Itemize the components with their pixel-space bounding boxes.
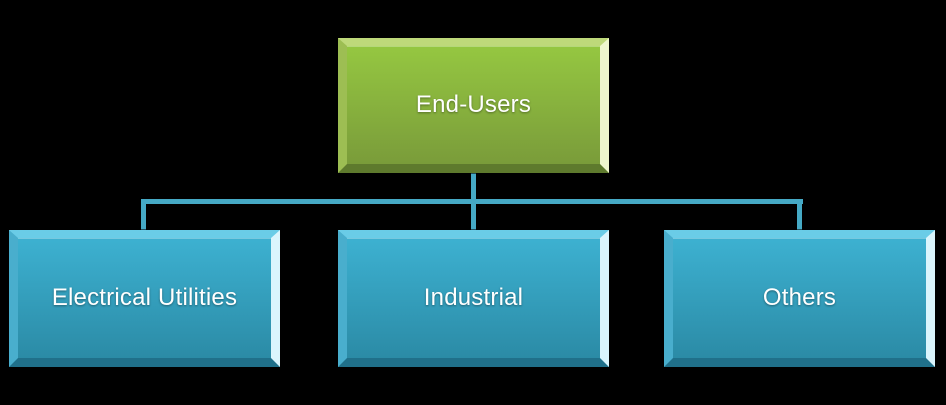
node-others: Others <box>664 230 935 367</box>
node-electrical-utilities-label: Electrical Utilities <box>51 284 238 312</box>
node-electrical-utilities: Electrical Utilities <box>9 230 280 367</box>
node-end-users-label: End-Users <box>415 91 532 119</box>
node-industrial: Industrial <box>338 230 609 367</box>
connector-drop-left <box>141 202 146 230</box>
node-others-label: Others <box>762 284 837 312</box>
node-end-users: End-Users <box>338 38 609 173</box>
connector-horizontal-bar <box>141 199 803 204</box>
node-industrial-label: Industrial <box>423 284 524 312</box>
connector-drop-right <box>797 202 802 230</box>
